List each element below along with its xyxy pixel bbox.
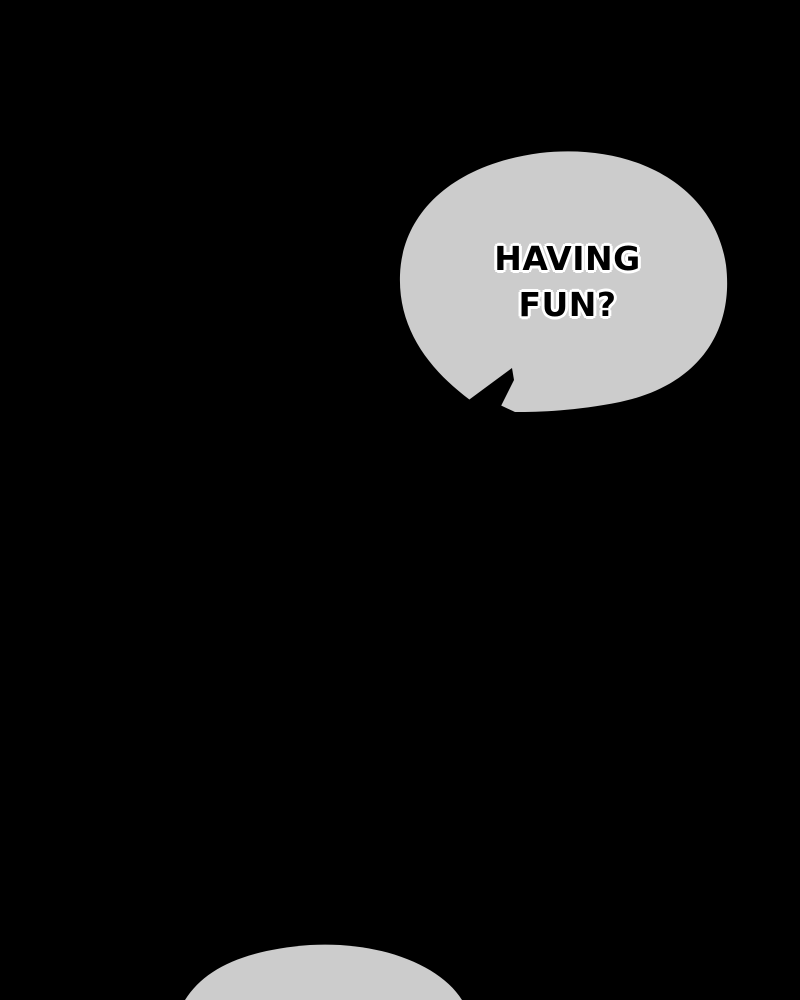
speech-line-2: FUN? bbox=[518, 285, 617, 324]
speech-bubble-tail bbox=[466, 368, 514, 414]
speech-line-1: HAVING bbox=[494, 239, 641, 278]
speech-bubble-text: HAVING FUN? bbox=[455, 236, 680, 328]
lower-speech-bubble bbox=[185, 944, 462, 1000]
speech-bubble bbox=[399, 151, 728, 412]
